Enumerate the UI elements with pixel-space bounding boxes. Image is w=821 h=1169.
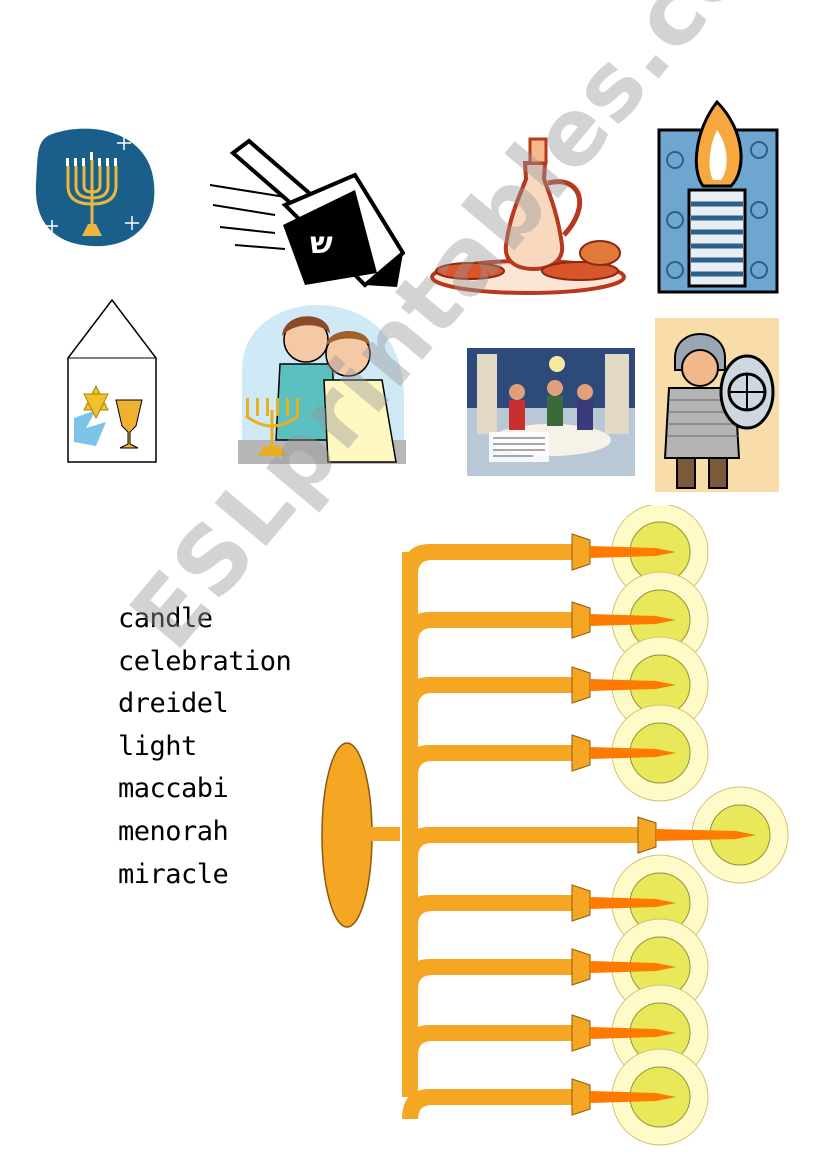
menorah-arm xyxy=(402,544,572,574)
vocabulary-word: menorah xyxy=(118,815,229,847)
menorah-base-connector xyxy=(360,827,400,841)
menorah-arm xyxy=(402,677,572,707)
menorah-flame xyxy=(590,546,676,558)
menorah-cup xyxy=(571,601,591,639)
svg-text:ש: ש xyxy=(310,226,333,261)
menorah-arm xyxy=(402,612,572,642)
dreidel-icon: ש xyxy=(205,135,405,293)
oil-jug-latkes-icon xyxy=(430,135,630,297)
menorah-cup xyxy=(571,948,591,986)
maccabi-soldier-icon xyxy=(655,318,779,492)
family-lighting-menorah-icon xyxy=(232,300,410,466)
candle-icon xyxy=(655,100,781,296)
menorah-flame xyxy=(590,614,676,626)
menorah-cup xyxy=(571,1014,591,1052)
menorah-flame xyxy=(590,1027,676,1039)
menorah-cup xyxy=(571,533,591,571)
vocabulary-word: miracle xyxy=(118,858,229,890)
vocabulary-word-list: candle celebration dreidel light maccabi… xyxy=(118,598,292,896)
menorah-cup xyxy=(571,666,591,704)
vocabulary-word: celebration xyxy=(118,645,292,677)
menorah-arm xyxy=(402,827,638,857)
menorah-flame xyxy=(590,1091,676,1103)
vocabulary-word: candle xyxy=(118,603,213,634)
vocabulary-word: maccabi xyxy=(118,773,229,805)
menorah-cup xyxy=(571,734,591,772)
vocabulary-word: light xyxy=(118,730,197,762)
menorah-arm xyxy=(402,745,572,775)
family-dinner-illustration xyxy=(467,348,635,476)
menorah-flame xyxy=(590,679,676,691)
vocabulary-word: dreidel xyxy=(118,688,229,720)
menorah-arm xyxy=(402,959,572,989)
menorah-flame xyxy=(590,961,676,973)
menorah-cup xyxy=(571,884,591,922)
menorah-arm xyxy=(402,1025,572,1055)
menorah-arm xyxy=(402,895,572,925)
menorah-flame xyxy=(590,897,676,909)
menorah-diagram xyxy=(321,505,789,1146)
menorah-arm xyxy=(402,1089,572,1119)
menorah-cup xyxy=(637,816,657,854)
menorah-cup xyxy=(571,1078,591,1116)
menorah-flame xyxy=(590,747,676,759)
menorah-badge-icon xyxy=(32,124,158,252)
menorah-flame xyxy=(656,829,756,841)
star-of-david-banner-icon xyxy=(66,298,158,464)
